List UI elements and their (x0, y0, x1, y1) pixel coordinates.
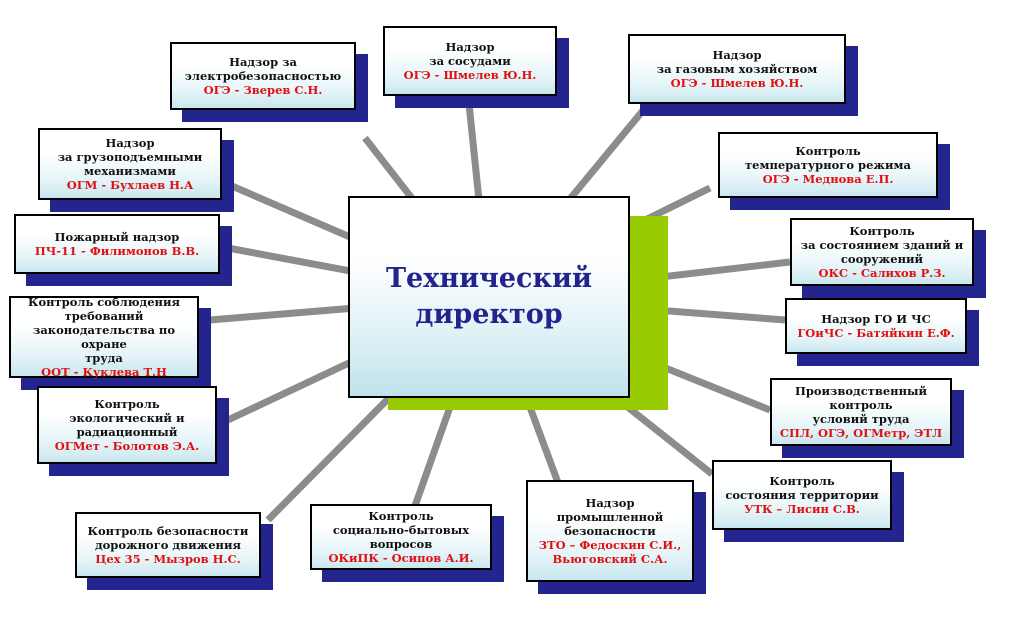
node-labor-protection: Контроль соблюдения требований законодат… (9, 295, 211, 390)
node-box: Контроль за состоянием зданий и сооружен… (790, 218, 974, 286)
node-box: Пожарный надзор ПЧ-11 - Филимонов В.В. (14, 214, 220, 274)
node-responsible: ГОиЧС - Батяйкин Е.Ф. (797, 326, 955, 340)
node-responsible: ОГЭ - Шмелев Ю.Н. (403, 68, 537, 82)
node-box: Надзор за газовым хозяйством ОГЭ - Шмеле… (628, 34, 846, 104)
node-temperature-control: Контроль температурного режима ОГЭ - Мед… (718, 132, 950, 210)
node-title: Надзор за сосудами (429, 40, 511, 68)
node-box: Надзор за электробезопасностью ОГЭ - Зве… (170, 42, 356, 110)
node-social-issues: Контроль социально-бытовых вопросов ОКиП… (310, 504, 504, 582)
node-box: Надзор за грузоподъемными механизмами ОГ… (38, 128, 222, 200)
node-working-conditions: Производственный контроль условий труда … (770, 378, 964, 458)
node-buildings-condition: Контроль за состоянием зданий и сооружен… (790, 218, 986, 298)
node-fire-safety: Пожарный надзор ПЧ-11 - Филимонов В.В. (14, 214, 232, 286)
node-title: Пожарный надзор (54, 230, 180, 244)
node-responsible: ООТ - Куклева Т.Н (41, 365, 167, 379)
node-territory-condition: Контроль состояния территории УТК – Лиси… (712, 460, 904, 542)
node-lifting-mechanisms: Надзор за грузоподъемными механизмами ОГ… (38, 128, 234, 212)
node-title: Контроль соблюдения требований законодат… (28, 295, 180, 365)
node-title: Контроль экологический и радиационный (69, 397, 185, 439)
node-responsible: ОГЭ - Меднова Е.П. (762, 172, 894, 186)
node-title: Контроль температурного режима (745, 144, 911, 172)
center-title: Технический директор (385, 263, 593, 330)
node-title: Контроль безопасности дорожного движения (87, 524, 249, 552)
node-responsible: ОГМет - Болотов Э.А. (54, 439, 200, 453)
node-responsible: ОГМ - Бухлаев Н.А (66, 178, 194, 192)
node-gas-facilities: Надзор за газовым хозяйством ОГЭ - Шмеле… (628, 34, 858, 116)
node-responsible: ОГЭ - Шмелев Ю.Н. (670, 76, 804, 90)
node-responsible: Цех 35 - Мызров Н.С. (95, 552, 241, 566)
node-electrical-safety: Надзор за электробезопасностью ОГЭ - Зве… (170, 42, 368, 122)
node-responsible: ОГЭ - Зверев С.Н. (203, 83, 323, 97)
node-box: Надзор ГО И ЧС ГОиЧС - Батяйкин Е.Ф. (785, 298, 967, 354)
center-box: Технический директор (348, 196, 630, 398)
node-title: Надзор за грузоподъемными механизмами (57, 136, 203, 178)
node-responsible: СПЛ, ОГЭ, ОГМетр, ЭТЛ (779, 426, 943, 440)
node-civil-defense: Надзор ГО И ЧС ГОиЧС - Батяйкин Е.Ф. (785, 298, 979, 366)
node-box: Контроль состояния территории УТК – Лиси… (712, 460, 892, 530)
node-box: Контроль безопасности дорожного движения… (75, 512, 261, 578)
node-title: Надзор ГО И ЧС (821, 312, 931, 326)
center-node-technical-director: Технический директор (348, 196, 668, 410)
node-road-safety: Контроль безопасности дорожного движения… (75, 512, 273, 590)
node-responsible: ЗТО – Федоскин С.И., Вьюговский С.А. (538, 538, 682, 566)
node-title: Контроль состояния территории (725, 474, 879, 502)
node-title: Надзор промышленной безопасности (556, 496, 664, 538)
node-pressure-vessels: Надзор за сосудами ОГЭ - Шмелев Ю.Н. (383, 26, 569, 108)
node-title: Надзор за электробезопасностью (184, 55, 342, 83)
node-title: Производственный контроль условий труда (794, 384, 928, 426)
node-industrial-safety: Надзор промышленной безопасности ЗТО – Ф… (526, 480, 706, 594)
node-box: Надзор за сосудами ОГЭ - Шмелев Ю.Н. (383, 26, 557, 96)
node-box: Контроль социально-бытовых вопросов ОКиП… (310, 504, 492, 570)
node-box: Надзор промышленной безопасности ЗТО – Ф… (526, 480, 694, 582)
node-title: Надзор за газовым хозяйством (656, 48, 818, 76)
node-title: Контроль социально-бытовых вопросов (332, 509, 470, 551)
node-responsible: УТК – Лисин С.В. (744, 502, 860, 516)
node-box: Производственный контроль условий труда … (770, 378, 952, 446)
node-box: Контроль экологический и радиационный ОГ… (37, 386, 217, 464)
node-box: Контроль температурного режима ОГЭ - Мед… (718, 132, 938, 198)
node-responsible: ОКиПК - Осипов А.И. (328, 551, 474, 565)
node-responsible: ОКС - Салихов Р.З. (818, 266, 946, 280)
node-box: Контроль соблюдения требований законодат… (9, 295, 199, 379)
node-title: Контроль за состоянием зданий и сооружен… (800, 224, 964, 266)
node-responsible: ПЧ-11 - Филимонов В.В. (34, 244, 200, 258)
node-ecology-radiation: Контроль экологический и радиационный ОГ… (37, 386, 229, 476)
